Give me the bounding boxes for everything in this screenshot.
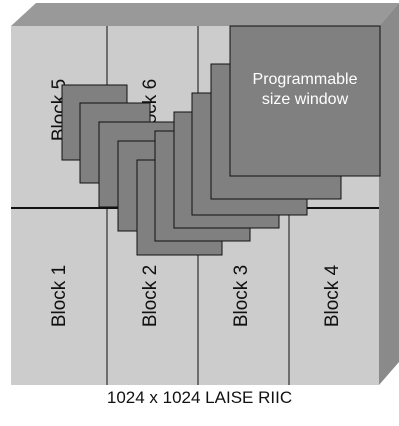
block-2-label: Block 2: [140, 265, 161, 327]
window-label-line2: size window: [262, 91, 349, 108]
block-4-label: Block 4: [322, 264, 343, 327]
window-stack: [61, 25, 381, 256]
diagram-caption: 1024 x 1024 LAISE RIIC: [106, 388, 293, 407]
block-1-label: Block 1: [49, 265, 70, 327]
chip-side-face: [379, 3, 399, 385]
block-3-label: Block 3: [231, 265, 252, 327]
programmable-size-window: [229, 25, 381, 177]
chip-top-face: [11, 3, 399, 26]
window-label-line1: Programmable: [253, 71, 358, 88]
